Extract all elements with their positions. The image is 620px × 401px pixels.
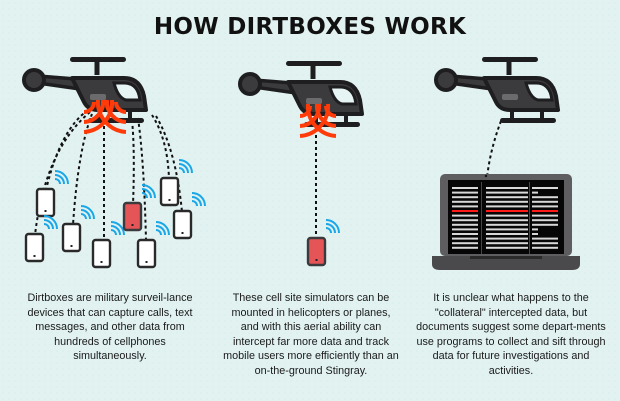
screen-row-cell — [486, 196, 528, 199]
phone-icon — [136, 221, 170, 269]
panel-2-caption: These cell site simulators can be mounte… — [223, 292, 399, 377]
screen-row-cell — [452, 205, 478, 208]
screen-row-cell — [452, 191, 478, 194]
screen-row-cell — [486, 214, 528, 217]
page-title: HOW DIRTBOXES WORK — [153, 14, 467, 40]
phone-icon-target — [122, 184, 156, 232]
screen-row-cell — [532, 233, 538, 235]
screen-row-cell — [452, 210, 478, 212]
panel-1-caption: Dirtboxes are military surveil-lance dev… — [27, 292, 193, 363]
screen-row-cell — [532, 191, 538, 194]
screen-row-cell — [486, 200, 528, 203]
screen-row-cell — [532, 187, 558, 189]
screen-column-divider — [529, 182, 530, 254]
screen-row-cell — [486, 237, 528, 240]
panel-3-dashed-link — [486, 120, 502, 179]
screen-row-cell — [532, 205, 558, 208]
screen-row-cell — [452, 223, 478, 226]
laptop-icon — [432, 174, 580, 270]
screen-row-cell — [532, 196, 558, 199]
screen-data-table — [452, 182, 558, 254]
screen-row-cell — [486, 223, 528, 226]
screen-row-cell — [486, 205, 528, 208]
screen-row-cell — [452, 237, 478, 240]
screen-row-cell — [486, 187, 528, 189]
screen-row-cell — [532, 219, 558, 222]
panel-3-caption: It is unclear what happens to the "colla… — [416, 292, 606, 377]
screen-row-cell — [486, 210, 528, 212]
screen-row-cell — [452, 233, 478, 235]
phone-icon — [35, 170, 69, 218]
screen-row-cell — [452, 214, 478, 217]
helicopter-icon-3 — [434, 55, 560, 125]
screen-row-cell — [532, 246, 558, 249]
screen-row-cell — [452, 242, 478, 245]
screen-row-cell — [532, 228, 538, 231]
screen-row-cell — [452, 187, 478, 189]
screen-row-cell — [532, 214, 558, 217]
screen-row-cell — [486, 242, 528, 245]
screen-row-cell — [452, 246, 478, 249]
screen-column-divider — [481, 182, 482, 254]
phone-icon — [159, 159, 193, 207]
screen-row-cell — [486, 191, 528, 194]
phone-icon — [91, 221, 125, 269]
phone-icon — [61, 205, 95, 253]
screen-row-cell — [486, 233, 528, 235]
screen-row-cell — [452, 228, 478, 231]
screen-row-cell — [532, 237, 558, 240]
screen-row-cell — [532, 200, 558, 203]
phones-group-1 — [24, 159, 206, 269]
screen-row-cell — [452, 219, 478, 222]
screen-row-cell — [486, 219, 528, 222]
phone-icon-target — [306, 219, 340, 267]
phone-icon — [24, 215, 58, 263]
screen-row-cell — [486, 246, 528, 249]
screen-row-cell — [532, 242, 558, 245]
screen-row-cell — [452, 200, 478, 203]
screen-row-cell — [452, 196, 478, 199]
screen-row-cell — [532, 223, 558, 226]
screen-row-cell — [532, 210, 558, 212]
screen-row-cell — [486, 228, 528, 231]
